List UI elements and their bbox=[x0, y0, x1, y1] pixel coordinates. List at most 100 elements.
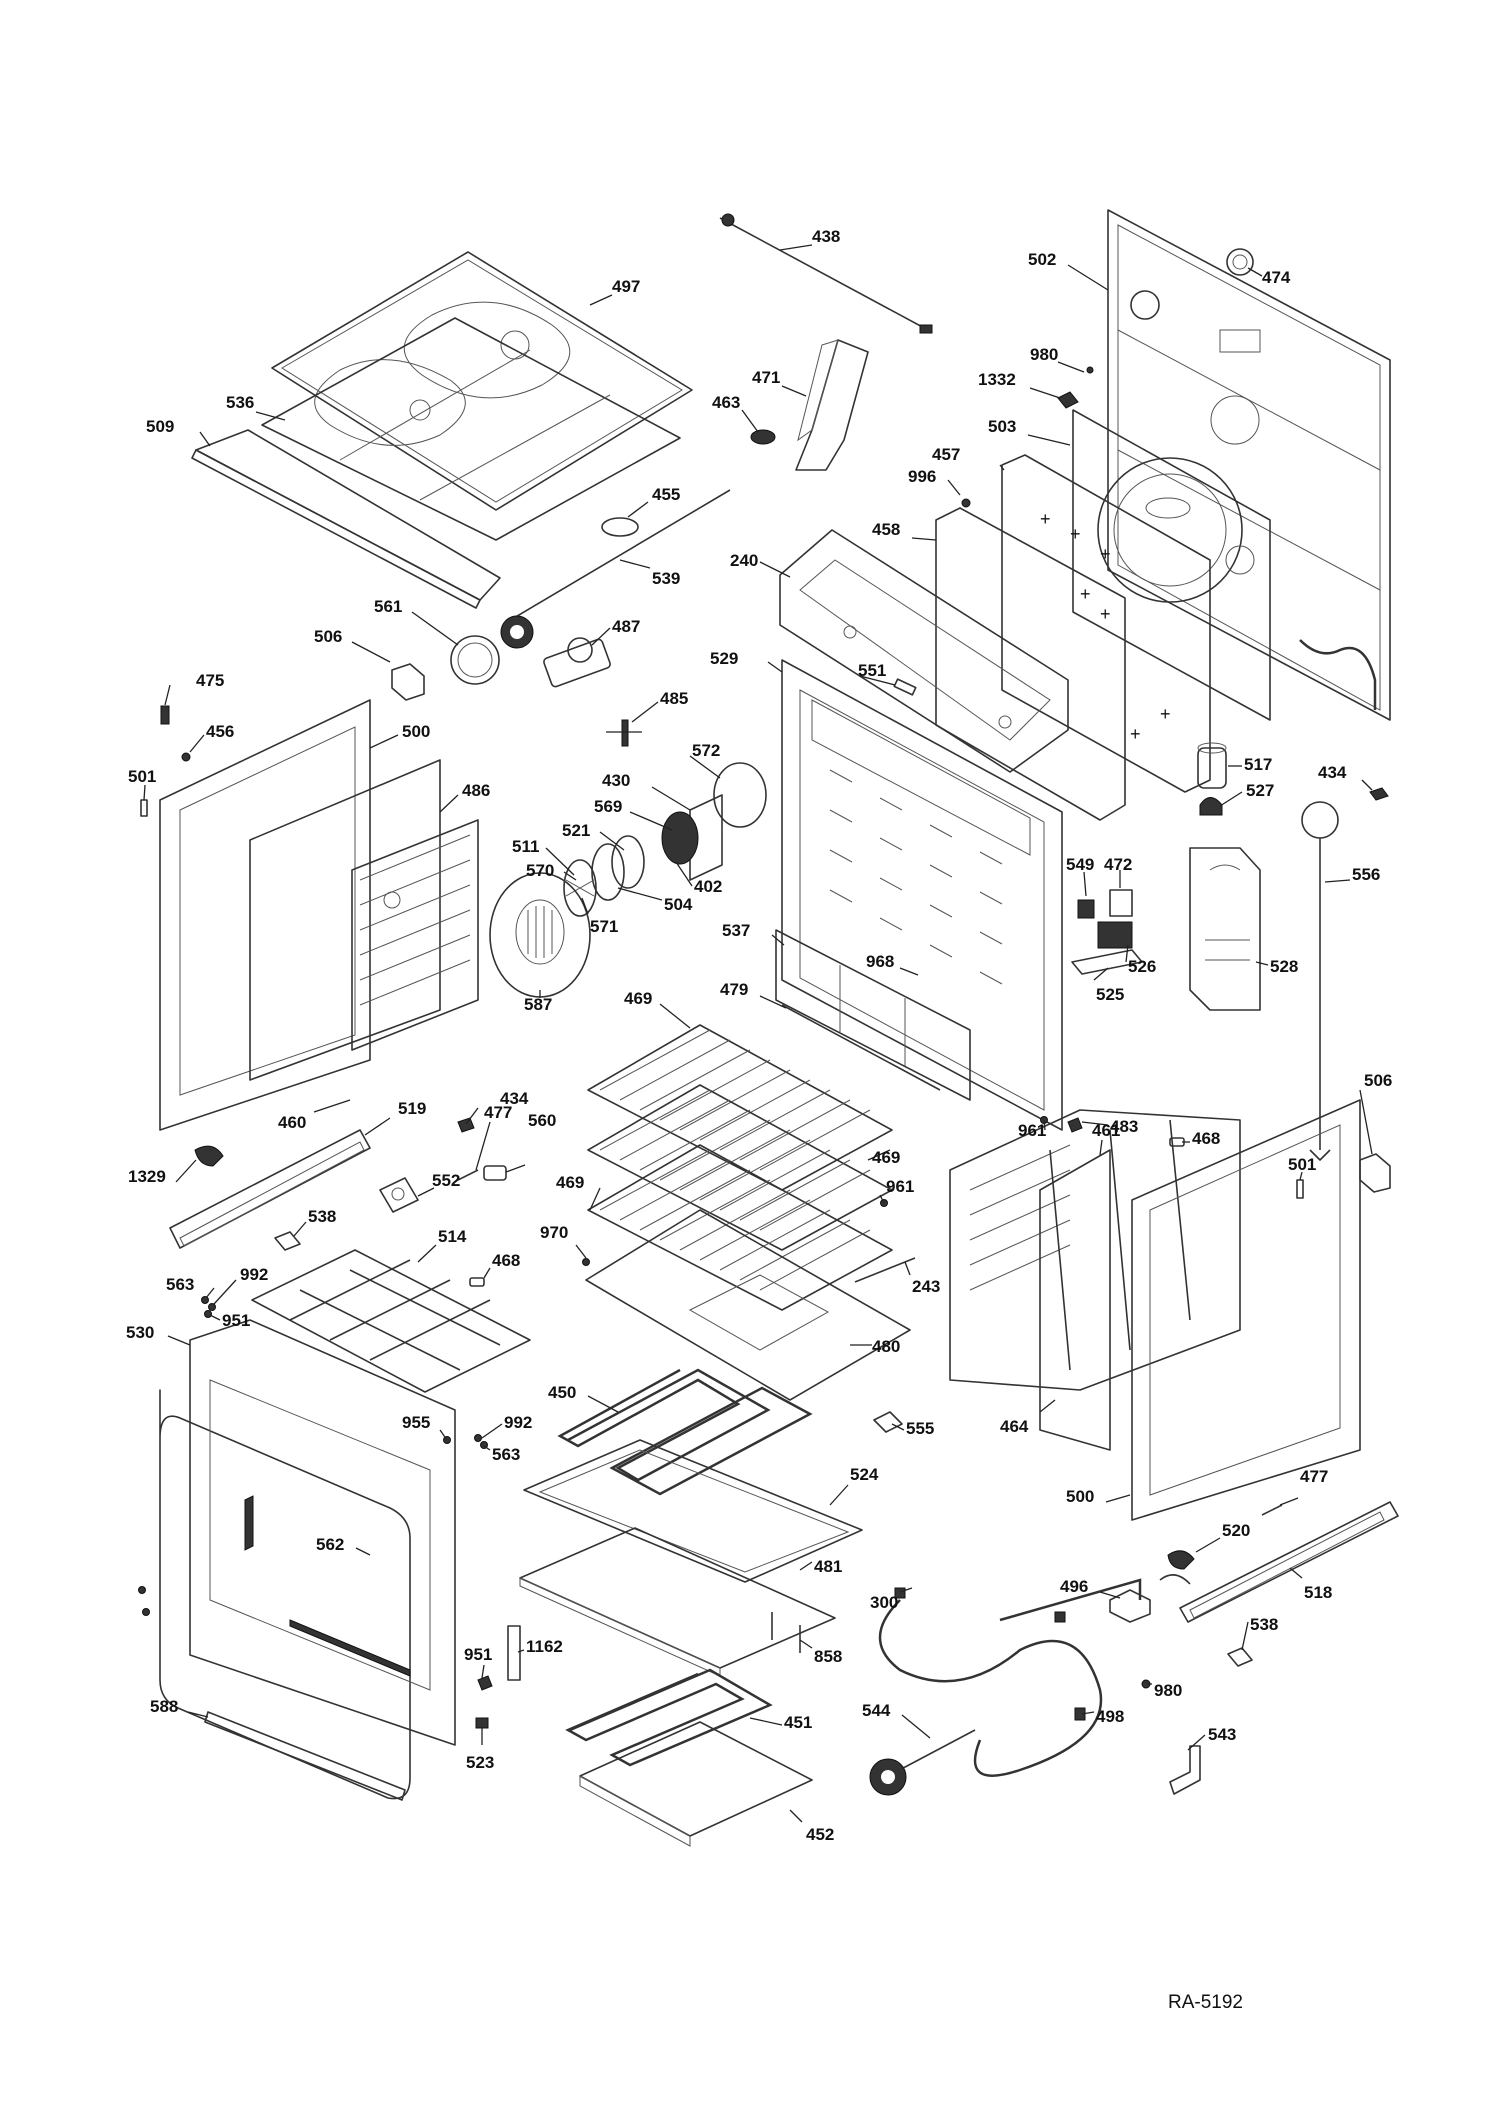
label-243: 243 bbox=[912, 1277, 940, 1296]
label-571: 571 bbox=[590, 917, 618, 936]
label-469-middle: 469 bbox=[872, 1148, 900, 1167]
label-570: 570 bbox=[526, 861, 554, 880]
gasket-561 bbox=[450, 635, 500, 685]
shaft-539 bbox=[506, 489, 731, 623]
side-duct-528 bbox=[1189, 847, 1261, 1011]
label-951-lower: 951 bbox=[464, 1645, 492, 1664]
bake-element-450 bbox=[557, 1368, 813, 1496]
label-451: 451 bbox=[784, 1713, 812, 1732]
bottom-plate-514 bbox=[251, 1249, 531, 1393]
block-506-top bbox=[391, 663, 425, 701]
label-520: 520 bbox=[1222, 1521, 1250, 1540]
label-980-lower: 980 bbox=[1154, 1681, 1182, 1700]
label-506-top: 506 bbox=[314, 627, 342, 646]
side-shield-461 bbox=[949, 1109, 1241, 1391]
label-509: 509 bbox=[146, 417, 174, 436]
oven-rack-469a bbox=[587, 1024, 893, 1191]
label-434-right: 434 bbox=[1318, 763, 1347, 782]
label-500-right: 500 bbox=[1066, 1487, 1094, 1506]
label-544: 544 bbox=[862, 1701, 891, 1720]
leader-lines bbox=[143, 244, 1373, 1823]
back-liner-503 bbox=[1072, 409, 1271, 721]
front-rail-509 bbox=[191, 429, 501, 609]
heat-shield-524 bbox=[523, 1439, 863, 1583]
screw-996 bbox=[961, 498, 971, 508]
label-549: 549 bbox=[1066, 855, 1094, 874]
label-951-upper: 951 bbox=[222, 1311, 250, 1330]
reference-code: RA-5192 bbox=[1168, 1992, 1243, 2013]
label-1162: 1162 bbox=[526, 1637, 563, 1656]
label-961-upper: 961 bbox=[1018, 1121, 1046, 1140]
svg-text:+: + bbox=[1100, 544, 1111, 564]
plate-538-left bbox=[274, 1231, 301, 1251]
label-1332: 1332 bbox=[978, 370, 1016, 389]
label-496: 496 bbox=[1060, 1577, 1088, 1596]
label-551: 551 bbox=[858, 661, 886, 680]
disc-504 bbox=[591, 843, 625, 901]
top-panel-497 bbox=[271, 251, 693, 511]
clip-434-right bbox=[1369, 787, 1389, 801]
label-497: 497 bbox=[612, 277, 640, 296]
label-485: 485 bbox=[660, 689, 688, 708]
back-panel-502 bbox=[1107, 209, 1391, 721]
relay-472 bbox=[1109, 889, 1133, 917]
label-450: 450 bbox=[548, 1383, 576, 1402]
wire-harness-300 bbox=[878, 1578, 1142, 1777]
part-number-labels: 438 497 502 474 980 1332 471 463 509 536… bbox=[126, 227, 1392, 1844]
label-300: 300 bbox=[870, 1593, 898, 1612]
label-955: 955 bbox=[402, 1413, 430, 1432]
strip-479 bbox=[781, 1004, 941, 1091]
plate-521 bbox=[611, 835, 645, 889]
clip-1332 bbox=[1057, 391, 1079, 409]
label-539: 539 bbox=[652, 569, 680, 588]
label-469-top: 469 bbox=[624, 989, 652, 1008]
bracket-485 bbox=[606, 719, 642, 747]
ring-572 bbox=[713, 762, 767, 828]
bracket-501-left bbox=[140, 799, 148, 817]
label-587: 587 bbox=[524, 995, 552, 1014]
clip-951-lower bbox=[477, 1675, 493, 1691]
trim-strip-588 bbox=[204, 1711, 406, 1801]
label-530: 530 bbox=[126, 1323, 154, 1342]
label-537: 537 bbox=[722, 921, 750, 940]
motor-569 bbox=[661, 811, 699, 865]
label-456: 456 bbox=[206, 722, 234, 741]
broiler-pan-480 bbox=[585, 1209, 911, 1401]
clip-475 bbox=[160, 705, 170, 725]
label-468-right: 468 bbox=[1192, 1129, 1220, 1148]
capacitor-517 bbox=[1197, 742, 1227, 789]
door-frame-530 bbox=[159, 1319, 456, 1800]
label-483: 483 bbox=[1110, 1117, 1138, 1136]
slide-243 bbox=[854, 1257, 916, 1283]
label-1329: 1329 bbox=[128, 1167, 166, 1186]
label-561: 561 bbox=[374, 597, 402, 616]
part-drawings: + + + + + + + bbox=[138, 209, 1399, 1847]
hinge-1162 bbox=[507, 1625, 521, 1681]
connector-496 bbox=[1109, 1589, 1151, 1623]
label-471: 471 bbox=[752, 368, 780, 387]
probe-544 bbox=[869, 1729, 976, 1796]
insulation-pad-452 bbox=[579, 1721, 813, 1847]
grommet-474 bbox=[1226, 248, 1254, 276]
hinge-cap-520 bbox=[1159, 1550, 1195, 1585]
svg-text:+: + bbox=[1080, 584, 1091, 604]
label-240: 240 bbox=[730, 551, 758, 570]
label-858: 858 bbox=[814, 1647, 842, 1666]
label-543: 543 bbox=[1208, 1725, 1236, 1744]
label-504: 504 bbox=[664, 895, 693, 914]
label-961-lower: 961 bbox=[886, 1177, 914, 1196]
label-538-right: 538 bbox=[1250, 1615, 1278, 1634]
latch-motor-487 bbox=[543, 637, 611, 688]
gear-motor bbox=[500, 615, 534, 649]
label-517: 517 bbox=[1244, 755, 1272, 774]
label-536: 536 bbox=[226, 393, 254, 412]
label-498: 498 bbox=[1096, 1707, 1124, 1726]
rail-519 bbox=[169, 1129, 371, 1249]
block-506-right bbox=[1359, 1153, 1391, 1193]
bracket-527 bbox=[1199, 797, 1223, 816]
screw-980-upper bbox=[1086, 366, 1094, 374]
label-560: 560 bbox=[528, 1111, 556, 1130]
fan-blade-570 bbox=[563, 859, 597, 917]
label-523: 523 bbox=[466, 1753, 494, 1772]
label-538-left: 538 bbox=[308, 1207, 336, 1226]
